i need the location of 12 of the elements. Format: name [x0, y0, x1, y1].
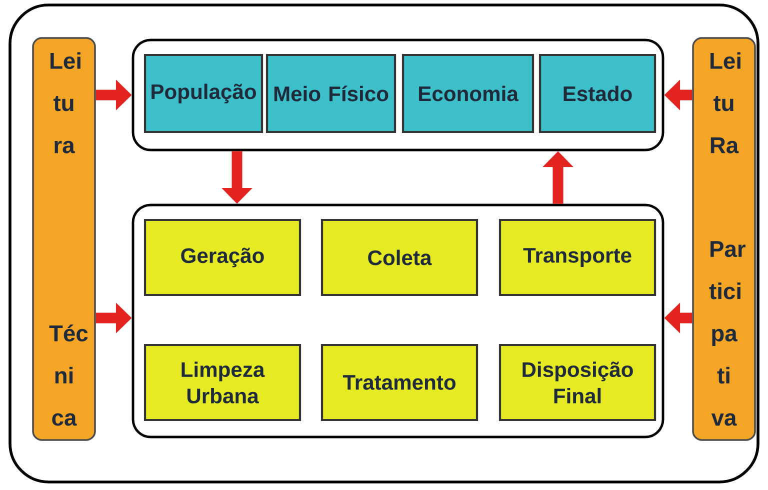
category-box: Meio Físico	[266, 54, 396, 134]
stage-box: Transporte	[498, 218, 656, 296]
category-box: População	[144, 54, 264, 134]
stage-box: Limpeza Urbana	[144, 344, 302, 422]
stage-box: Geração	[144, 218, 302, 296]
category-box: Economia	[402, 54, 534, 134]
stage-box: Disposição Final	[498, 344, 656, 422]
side-bar: Lei tu Ra Par tici pa ti va	[692, 37, 756, 441]
side-bar: Lei tu ra Téc ni ca	[32, 37, 96, 441]
stage-box: Coleta	[320, 218, 478, 296]
stage-box: Tratamento	[320, 344, 478, 422]
category-box: Estado	[538, 54, 656, 134]
